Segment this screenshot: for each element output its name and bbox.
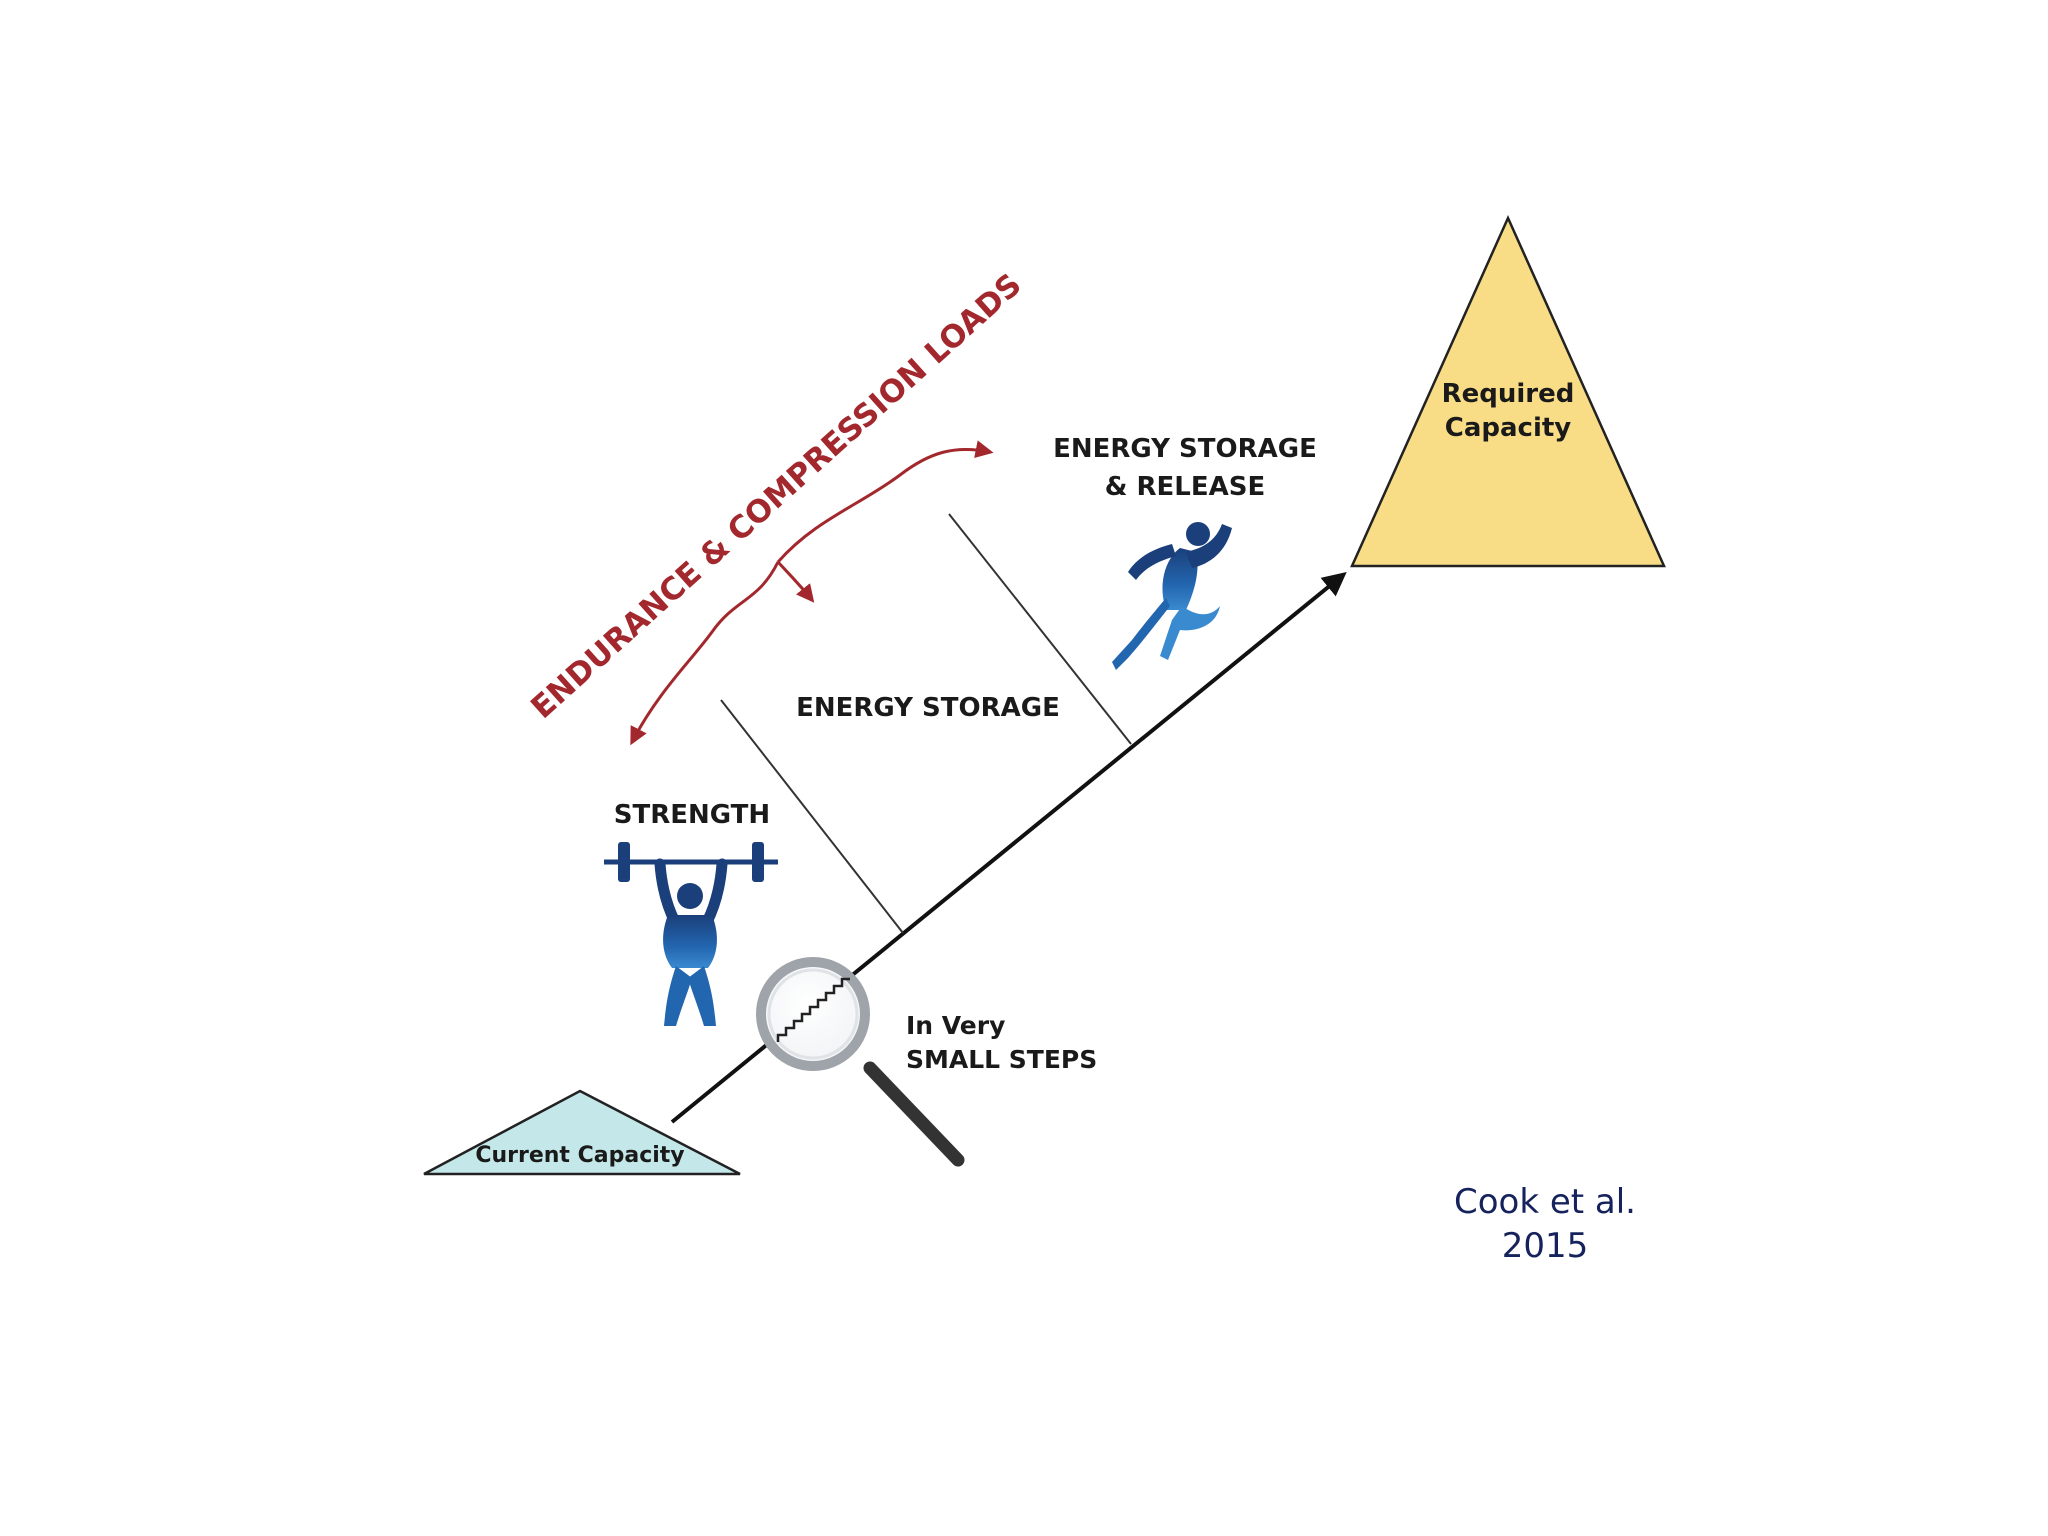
required-capacity-label-line2: Capacity <box>1445 413 1572 443</box>
weightlifter-icon <box>604 842 778 1026</box>
endurance-compression-label: ENDURANCE & COMPRESSION LOADS <box>524 267 1028 726</box>
citation-authors: Cook et al. <box>1454 1182 1636 1222</box>
stage-label-energy-storage-release-line2: & RELEASE <box>1105 472 1265 502</box>
stage-label-energy-storage: ENERGY STORAGE <box>796 693 1060 723</box>
required-capacity-triangle <box>1350 214 1666 568</box>
current-capacity-triangle <box>423 1089 741 1176</box>
stage-label-strength: STRENGTH <box>614 800 770 830</box>
small-steps-label-line1: In Very <box>906 1011 1005 1040</box>
required-capacity-label-line1: Required <box>1442 379 1575 409</box>
citation: Cook et al. 2015 <box>1440 1180 1650 1268</box>
magnifying-glass-icon <box>756 957 965 1167</box>
stage-label-energy-storage-release-line1: ENERGY STORAGE <box>1053 434 1317 464</box>
stage-divider-2 <box>948 513 1132 745</box>
citation-year: 2015 <box>1501 1226 1589 1266</box>
stage-divider-1 <box>720 699 904 934</box>
small-steps-label-line2: SMALL STEPS <box>906 1045 1097 1074</box>
sprinter-icon <box>1112 522 1232 670</box>
current-capacity-label: Current Capacity <box>475 1143 684 1168</box>
endurance-brace <box>630 440 994 746</box>
